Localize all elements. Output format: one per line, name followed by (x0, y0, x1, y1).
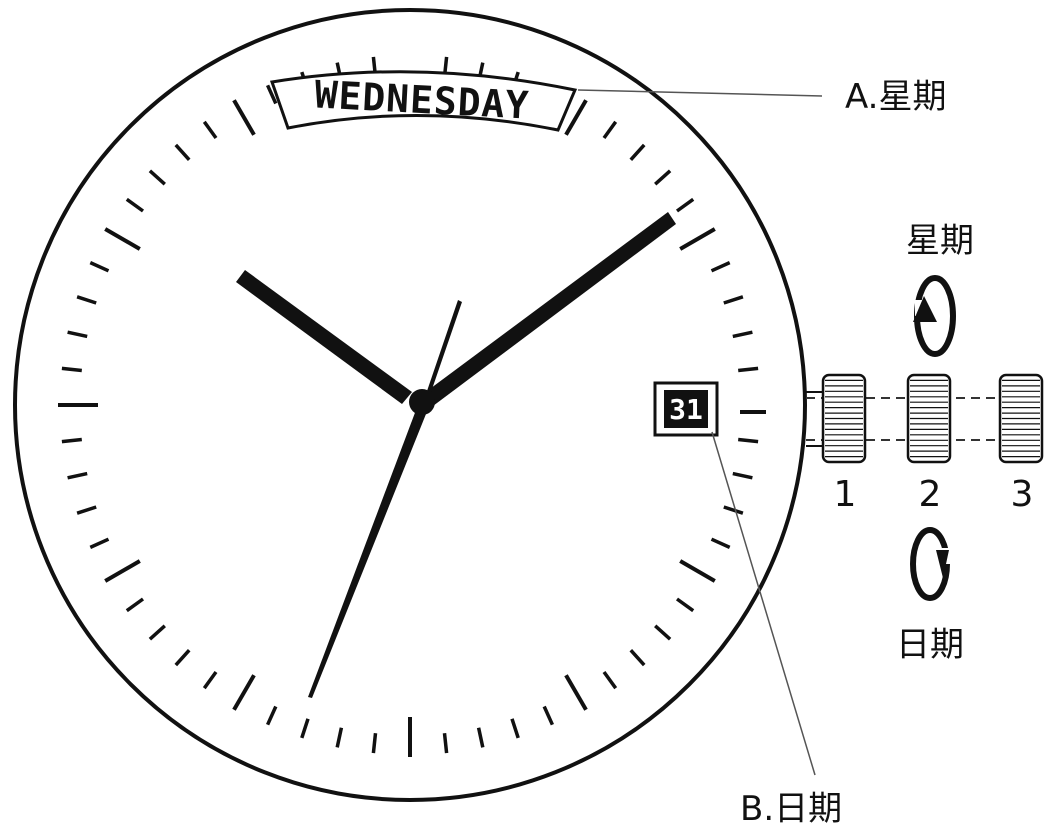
minute-tick (710, 537, 731, 549)
second-hand (308, 410, 426, 698)
minute-tick (266, 705, 278, 726)
crown-position-3 (998, 373, 1044, 464)
minute-tick (654, 169, 672, 186)
minute-tick (174, 143, 191, 161)
minute-tick (675, 597, 695, 613)
minute-tick (738, 366, 759, 373)
minute-tick (629, 649, 646, 667)
crown-position-1-label: 1 (834, 474, 857, 515)
crown-position-2 (906, 373, 952, 464)
minute-tick (442, 733, 449, 754)
crown-position-3-label: 3 (1011, 474, 1034, 515)
date-window-text: 31 (669, 393, 703, 426)
rotate-up-arrow-icon (913, 275, 956, 357)
minute-tick (76, 295, 97, 305)
minute-tick (266, 84, 278, 105)
minute-tick (125, 197, 145, 213)
day-callout-line (577, 89, 823, 97)
hour-tick (679, 559, 716, 583)
hour-tick (104, 559, 141, 583)
hour-tick (104, 227, 141, 251)
hand-center-cap (409, 389, 435, 415)
crown-position-2-label: 2 (919, 474, 942, 515)
date-window: 31 (653, 381, 719, 437)
rotate-up-label: 星期 (906, 221, 974, 261)
rotate-down-arrow-icon (910, 527, 954, 601)
minute-tick (476, 727, 485, 748)
minute-tick (335, 727, 344, 748)
date-callout-line (711, 431, 816, 776)
minute-tick (723, 295, 744, 305)
crown-positions (821, 373, 1044, 464)
hour-tick (232, 99, 256, 136)
hour-tick (679, 227, 716, 251)
rotate-down-label: 日期 (896, 625, 964, 665)
minute-tick (675, 197, 695, 213)
minute-hand (423, 212, 676, 406)
watch-hands (236, 212, 676, 698)
day-window: WEDNESDAY (269, 70, 578, 132)
minute-tick (654, 624, 672, 641)
hour-hand (236, 270, 412, 404)
minute-tick (602, 670, 618, 690)
day-window-frame (269, 70, 578, 132)
minute-tick (602, 120, 618, 140)
minute-tick (89, 537, 110, 549)
minute-tick (510, 718, 520, 739)
minute-tick (148, 624, 166, 641)
minute-tick (300, 718, 310, 739)
date-window-background (664, 390, 708, 428)
minute-tick (738, 437, 759, 444)
minute-tick (710, 261, 731, 273)
minute-tick (542, 705, 554, 726)
hour-tick (564, 674, 588, 711)
minute-tick (61, 366, 82, 373)
minute-tick (732, 471, 753, 480)
minute-tick (76, 505, 97, 515)
hour-tick (564, 99, 588, 136)
minute-tick (629, 143, 646, 161)
second-hand-tail (426, 300, 462, 395)
day-callout-label: A.星期 (845, 77, 946, 117)
minute-tick (61, 437, 82, 444)
minute-tick (371, 733, 378, 754)
minute-tick (67, 330, 88, 339)
minute-tick (89, 261, 110, 273)
minute-tick (202, 120, 218, 140)
minute-tick (723, 505, 744, 515)
minute-tick (174, 649, 191, 667)
crown-position-1 (821, 373, 867, 464)
hour-tick (232, 674, 256, 711)
minute-tick (202, 670, 218, 690)
minute-tick (148, 169, 166, 186)
minute-tick (67, 471, 88, 480)
date-callout-label: B.日期 (740, 789, 842, 829)
minute-tick (125, 597, 145, 613)
minute-tick (732, 330, 753, 339)
